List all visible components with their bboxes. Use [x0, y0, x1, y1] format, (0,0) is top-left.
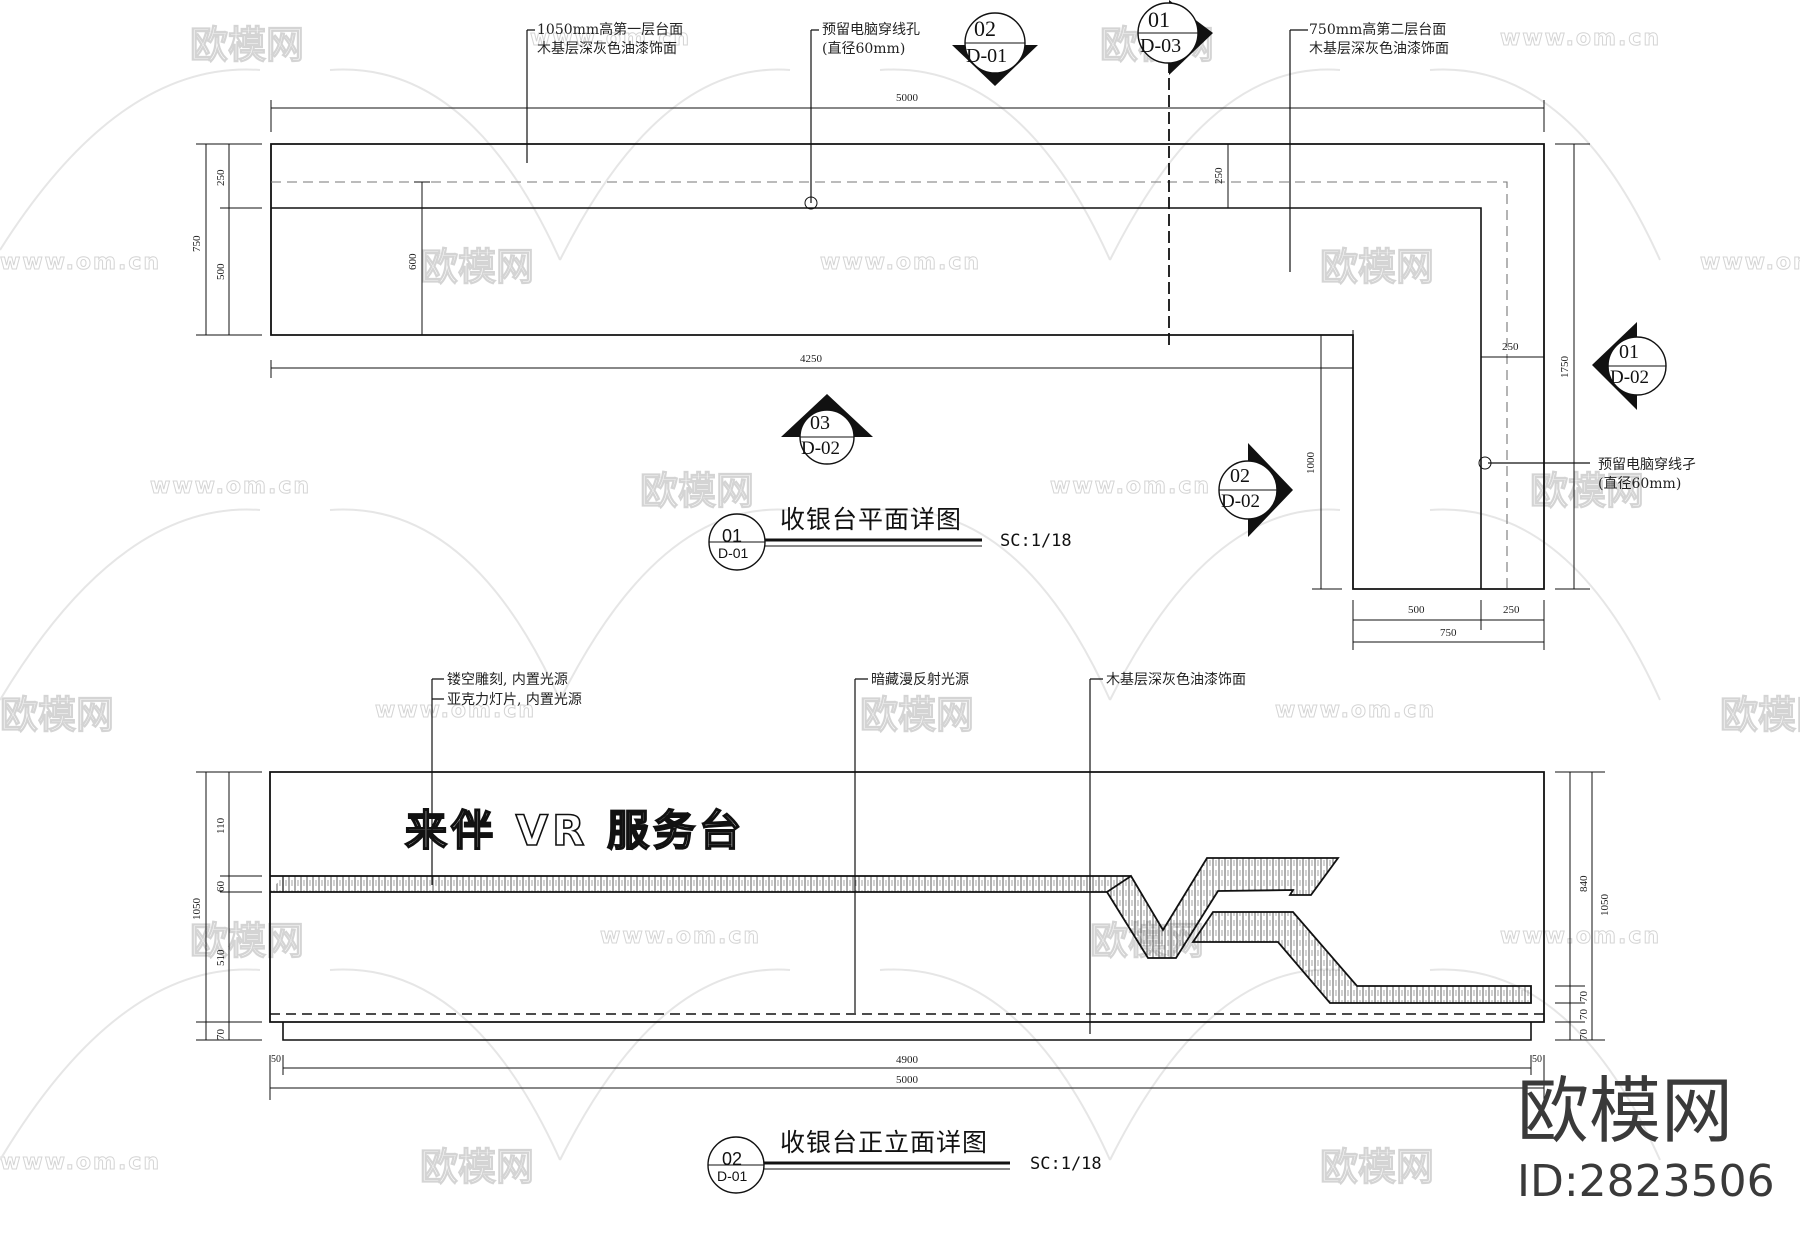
- elevation-title-marker: [707, 1136, 1010, 1194]
- note-line: 木基层深灰色油漆饰面: [1309, 41, 1449, 57]
- watermark-logo: 欧模网: [189, 23, 305, 68]
- note-line: (直径60mm): [822, 41, 906, 57]
- watermark-logo: 欧模网: [419, 245, 535, 290]
- watermark-logo: 欧模网: [0, 693, 115, 738]
- dim-840: 840: [1578, 875, 1590, 893]
- watermark-url: www.om.cn: [149, 474, 312, 500]
- dim-600: 600: [407, 253, 419, 271]
- dim-5000-elev: 5000: [896, 1074, 918, 1086]
- watermark-url: www.om.cn: [529, 26, 692, 52]
- plan-note-cable-hole: 预留电脑穿线孔 (直径60mm): [822, 21, 920, 59]
- elev-title-num: 02: [722, 1149, 743, 1169]
- dim-60: 60: [215, 881, 227, 892]
- signage-text: 来伴 VR 服务台: [404, 806, 746, 855]
- dim-250-side: 250: [1502, 341, 1519, 353]
- dim-110: 110: [215, 817, 227, 834]
- watermark-logo: 欧模网: [1529, 469, 1645, 514]
- brand-logo-text: 欧模网: [1517, 1069, 1734, 1153]
- dim-50-left: 50: [271, 1054, 281, 1065]
- elevation-view: [196, 678, 1605, 1100]
- watermark-url: www.om.cn: [0, 250, 162, 276]
- dim-1050-right: 1050: [1599, 894, 1611, 916]
- watermark-url: www.om.cn: [1699, 250, 1800, 276]
- marker-sheet: D-03: [1140, 35, 1182, 57]
- elev-note-finish: 木基层深灰色油漆饰面: [1106, 672, 1246, 688]
- plan-note-cable-hole-right: 预留电脑穿线孑 (直径60mm): [1598, 456, 1696, 494]
- dim-70-b: 70: [1578, 1009, 1590, 1020]
- watermark-logo: 欧模网: [189, 919, 305, 964]
- plan-title-sheet: D-01: [718, 545, 749, 561]
- elev-note-hidden-light: 暗藏漫反射光源: [871, 672, 969, 688]
- elev-note-acrylic: 亚克力灯片, 内置光源: [447, 692, 582, 708]
- watermark-logo: 欧模网: [419, 1145, 535, 1190]
- watermark-logo: 欧模网: [639, 469, 755, 514]
- watermark-url: www.om.cn: [0, 1150, 162, 1176]
- note-line: 1050mm高第一层台面: [537, 22, 684, 38]
- dim-500: 500: [215, 263, 227, 281]
- plan-note-first-tier: 1050mm高第一层台面 木基层深灰色油漆饰面: [537, 21, 683, 59]
- dim-1050-left: 1050: [191, 898, 203, 920]
- plan-title-num: 01: [722, 526, 743, 546]
- dim-4250: 4250: [800, 353, 822, 365]
- dim-70-c: 70: [1578, 1029, 1590, 1040]
- note-line: 预留电脑穿线孑: [1598, 457, 1696, 473]
- marker-num: 03: [810, 412, 830, 434]
- dim-250-bottom: 250: [1503, 604, 1520, 616]
- elev-note-carved: 镂空雕刻, 内置光源: [447, 672, 568, 688]
- watermark-url: www.om.cn: [1274, 698, 1437, 724]
- section-marker-01-d03: [1137, 0, 1213, 75]
- note-line: (直径60mm): [1598, 476, 1682, 492]
- dim-250: 250: [215, 169, 227, 187]
- dim-1000: 1000: [1305, 452, 1317, 474]
- elevation-scale: SC:1/18: [1030, 1154, 1102, 1174]
- watermark-url: www.om.cn: [599, 924, 762, 950]
- watermark-url: www.om.cn: [1049, 474, 1212, 500]
- plan-title: 收银台平面详图: [780, 505, 963, 534]
- marker-num: 02: [974, 16, 996, 41]
- brand-id: ID:2823506: [1517, 1156, 1775, 1207]
- marker-sheet: D-02: [1610, 367, 1650, 388]
- marker-sheet: D-02: [1221, 491, 1261, 512]
- watermark-logo: 欧模网: [859, 693, 975, 738]
- dim-1750: 1750: [1559, 356, 1571, 378]
- elev-title-sheet: D-01: [717, 1168, 748, 1184]
- section-marker-03-d02: [781, 394, 873, 465]
- dim-510: 510: [215, 949, 227, 967]
- marker-num: 01: [1619, 341, 1639, 363]
- marker-sheet: D-02: [801, 438, 841, 459]
- plan-title-marker: [708, 513, 982, 571]
- note-line: 预留电脑穿线孔: [822, 22, 920, 38]
- plan-view: [196, 10, 1590, 650]
- marker-num: 02: [1230, 465, 1250, 487]
- marker-sheet: D-01: [966, 45, 1008, 67]
- section-marker-01-d02: [1592, 322, 1667, 410]
- plan-scale: SC:1/18: [1000, 531, 1072, 551]
- watermark-url: www.om.cn: [819, 250, 982, 276]
- watermark-logo: 欧模网: [1319, 245, 1435, 290]
- dim-250-right: 250: [1213, 167, 1225, 185]
- dim-500-bottom: 500: [1408, 604, 1425, 616]
- dim-5000: 5000: [896, 92, 918, 104]
- plan-note-second-tier: 750mm高第二层台面 木基层深灰色油漆饰面: [1309, 21, 1449, 59]
- elevation-title: 收银台正立面详图: [780, 1128, 989, 1157]
- watermark-logo: 欧模网: [1319, 1145, 1435, 1190]
- watermark-url: www.om.cn: [1499, 26, 1662, 52]
- dim-750: 750: [191, 235, 203, 253]
- dim-70-left: 70: [215, 1029, 227, 1040]
- watermark-logo: 欧模网: [1719, 693, 1800, 738]
- marker-num: 01: [1148, 7, 1170, 32]
- dim-750-bottom: 750: [1440, 627, 1457, 639]
- dim-70-a: 70: [1578, 991, 1590, 1002]
- dim-50-right: 50: [1532, 1054, 1542, 1065]
- watermark-url: www.om.cn: [1499, 924, 1662, 950]
- watermark-url: www.om.cn: [374, 698, 537, 724]
- section-marker-02-d01: [952, 12, 1038, 86]
- note-line: 750mm高第二层台面: [1309, 22, 1447, 38]
- section-marker-02-d02: [1218, 443, 1293, 537]
- dim-4900: 4900: [896, 1054, 918, 1066]
- note-line: 木基层深灰色油漆饰面: [537, 41, 677, 57]
